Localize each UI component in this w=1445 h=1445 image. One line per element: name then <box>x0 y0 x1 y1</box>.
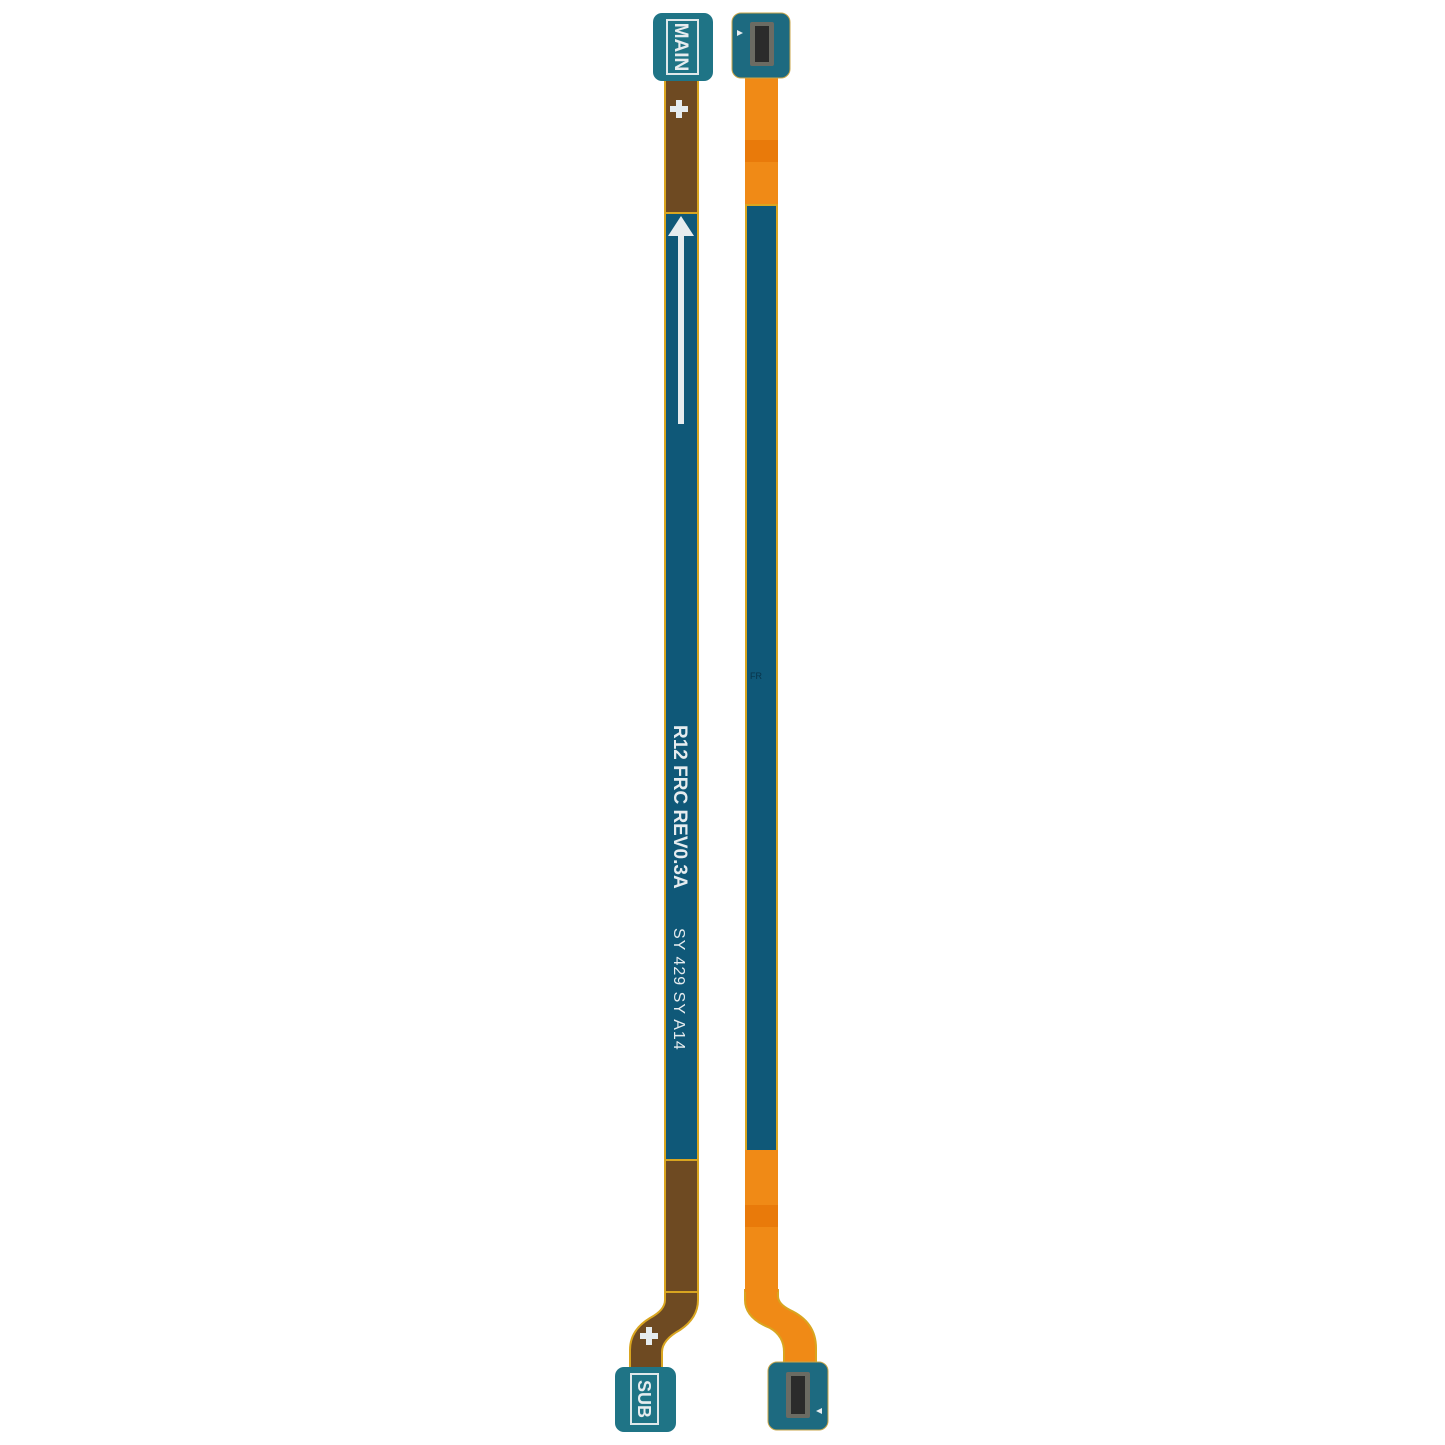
right-blue-section <box>745 204 778 1152</box>
plus-icon <box>640 1327 658 1345</box>
triangle-marker-icon <box>816 1408 822 1414</box>
left-flex-cable: MAIN R12 FRC REV0.3A SY 429 SY A14 SUB <box>615 13 713 1432</box>
connector-socket-icon <box>786 1372 810 1418</box>
left-brown-top <box>664 77 699 215</box>
main-label: MAIN <box>670 23 691 72</box>
left-bottom-bend <box>629 1289 699 1373</box>
sub-label-box <box>630 1373 659 1425</box>
right-marking: FR <box>750 671 762 681</box>
plus-icon <box>670 100 688 118</box>
right-bottom-bend <box>744 1289 817 1369</box>
triangle-marker-icon <box>737 30 743 36</box>
right-flex-cable: FR <box>731 12 829 1431</box>
sub-label: SUB <box>634 1380 654 1418</box>
connector-socket-icon <box>750 22 774 66</box>
main-label-box <box>666 19 699 75</box>
cable-print-main: R12 FRC REV0.3A <box>669 725 690 889</box>
left-brown-bottom <box>664 1159 699 1293</box>
right-orange-band <box>745 1205 778 1227</box>
cable-print-secondary: SY 429 SY A14 <box>670 928 687 1051</box>
right-orange-band <box>745 140 778 162</box>
arrow-up-icon <box>668 216 694 424</box>
